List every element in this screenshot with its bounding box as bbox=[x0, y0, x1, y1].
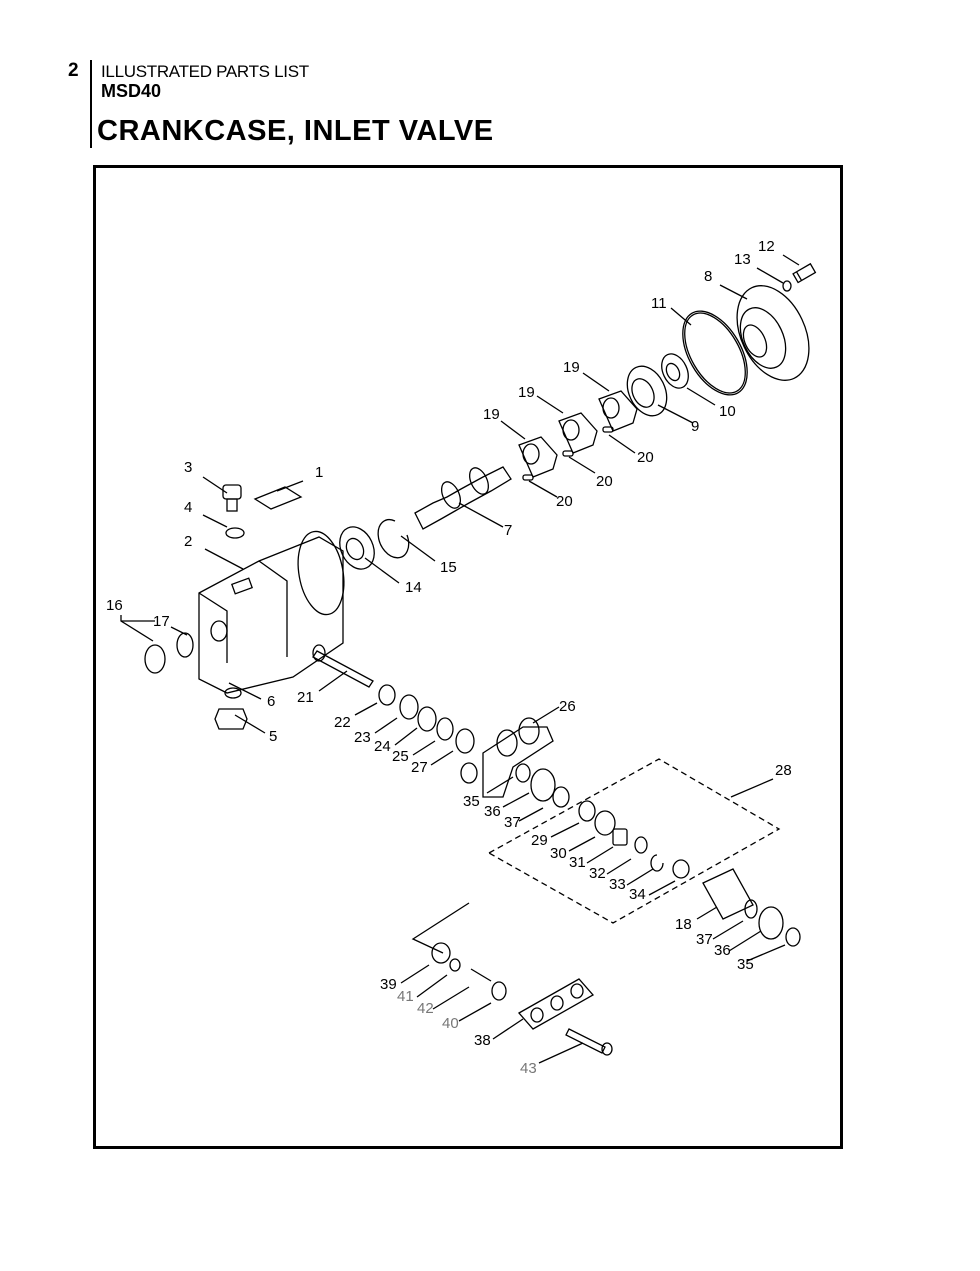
callout-10: 10 bbox=[719, 403, 736, 420]
callout-19: 19 bbox=[563, 359, 580, 376]
parts-illustration bbox=[144, 262, 817, 1056]
callout-26: 26 bbox=[559, 698, 576, 715]
callout-28: 28 bbox=[775, 762, 792, 779]
callout-30: 30 bbox=[550, 845, 567, 862]
callout-7: 7 bbox=[504, 522, 512, 539]
callout-24: 24 bbox=[374, 738, 391, 755]
callout-39: 39 bbox=[380, 976, 397, 993]
callout-43: 43 bbox=[520, 1060, 537, 1077]
callout-23: 23 bbox=[354, 729, 371, 746]
callout-19: 19 bbox=[483, 406, 500, 423]
callout-38: 38 bbox=[474, 1032, 491, 1049]
callout-32: 32 bbox=[589, 865, 606, 882]
callout-20: 20 bbox=[596, 473, 613, 490]
model-name: MSD40 bbox=[101, 81, 162, 101]
page-title: CRANKCASE, INLET VALVE bbox=[97, 115, 494, 147]
callout-15: 15 bbox=[440, 559, 457, 576]
callout-8: 8 bbox=[704, 268, 712, 285]
callout-36: 36 bbox=[714, 942, 731, 959]
page-header: 2 ILLUSTRATED PARTS LIST MSD40 CRANKCASE… bbox=[0, 0, 980, 160]
callout-5: 5 bbox=[269, 728, 277, 745]
callout-18: 18 bbox=[675, 916, 692, 933]
callout-27: 27 bbox=[411, 759, 428, 776]
callout-25: 25 bbox=[392, 748, 409, 765]
callout-16: 16 bbox=[106, 597, 123, 614]
callout-33: 33 bbox=[609, 876, 626, 893]
callout-21: 21 bbox=[297, 689, 314, 706]
callout-35: 35 bbox=[463, 793, 480, 810]
page-number: 2 bbox=[68, 60, 79, 81]
exploded-diagram: 12 13 8 11 19 19 19 10 9 20 20 20 7 15 1… bbox=[93, 165, 843, 1149]
callout-36: 36 bbox=[484, 803, 501, 820]
callout-labels: 12 13 8 11 19 19 19 10 9 20 20 20 7 15 1… bbox=[106, 238, 792, 1077]
callout-34: 34 bbox=[629, 886, 646, 903]
callout-37: 37 bbox=[696, 931, 713, 948]
callout-13: 13 bbox=[734, 251, 751, 268]
callout-41: 41 bbox=[397, 988, 414, 1005]
callout-40: 40 bbox=[442, 1015, 459, 1032]
callout-2: 2 bbox=[184, 533, 192, 550]
callout-42: 42 bbox=[417, 1000, 434, 1017]
callout-31: 31 bbox=[569, 854, 586, 871]
callout-6: 6 bbox=[267, 693, 275, 710]
diagram-svg: 12 13 8 11 19 19 19 10 9 20 20 20 7 15 1… bbox=[106, 238, 817, 1077]
callout-12: 12 bbox=[758, 238, 775, 255]
section-label: ILLUSTRATED PARTS LIST bbox=[101, 62, 309, 81]
header-divider bbox=[90, 60, 92, 148]
callout-20: 20 bbox=[556, 493, 573, 510]
callout-1: 1 bbox=[315, 464, 323, 481]
callout-22: 22 bbox=[334, 714, 351, 731]
callout-11: 11 bbox=[651, 295, 667, 312]
callout-14: 14 bbox=[405, 579, 422, 596]
callout-35: 35 bbox=[737, 956, 754, 973]
callout-19: 19 bbox=[518, 384, 535, 401]
callout-17: 17 bbox=[153, 613, 170, 630]
callout-3: 3 bbox=[184, 459, 192, 476]
callout-4: 4 bbox=[184, 499, 192, 516]
callout-29: 29 bbox=[531, 832, 548, 849]
callout-20: 20 bbox=[637, 449, 654, 466]
callout-9: 9 bbox=[691, 418, 699, 435]
callout-37: 37 bbox=[504, 814, 521, 831]
